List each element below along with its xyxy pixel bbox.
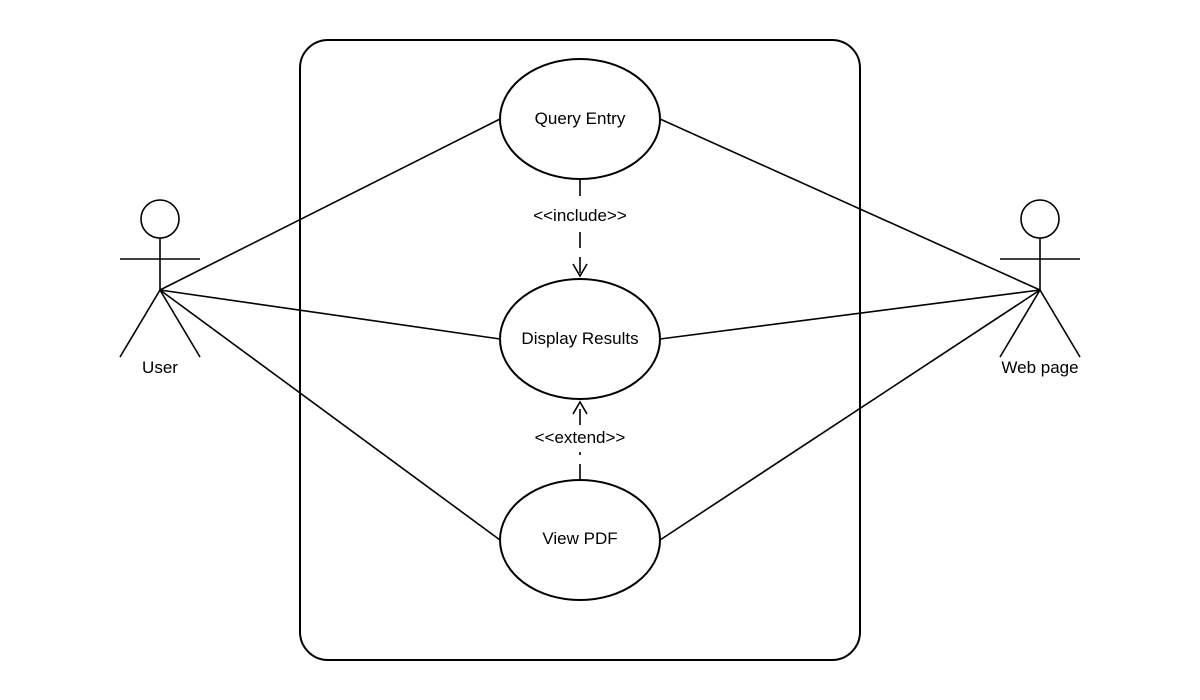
- include-label: <<include>>: [533, 206, 627, 225]
- actor-head-icon: [140, 199, 180, 239]
- use-case-view-pdf[interactable]: View PDF: [499, 479, 661, 601]
- system-boundary: [299, 39, 861, 661]
- actor-left-leg-icon: [119, 289, 161, 358]
- use-case-label: Query Entry: [535, 109, 626, 128]
- actor-webpage[interactable]: Web page: [999, 199, 1081, 377]
- actor-right-leg-icon: [159, 289, 201, 358]
- association-webpage-query-entry: [659, 118, 1041, 291]
- extend-label: <<extend>>: [535, 428, 626, 447]
- association-user-view-pdf: [159, 289, 501, 541]
- association-user-query-entry: [159, 118, 501, 291]
- actor-label: User: [142, 358, 178, 377]
- actor-user[interactable]: User: [119, 199, 201, 377]
- actor-label: Web page: [1001, 358, 1078, 377]
- association-webpage-display-results: [659, 289, 1041, 340]
- association-webpage-view-pdf: [659, 289, 1041, 541]
- use-case-display-results[interactable]: Display Results: [499, 278, 661, 400]
- actor-left-leg-icon: [999, 289, 1041, 358]
- use-case-label: Display Results: [521, 329, 638, 348]
- actor-head-icon: [1020, 199, 1060, 239]
- use-case-query-entry[interactable]: Query Entry: [499, 58, 661, 180]
- association-user-display-results: [159, 289, 501, 340]
- actor-right-leg-icon: [1039, 289, 1081, 358]
- use-case-label: View PDF: [542, 529, 617, 548]
